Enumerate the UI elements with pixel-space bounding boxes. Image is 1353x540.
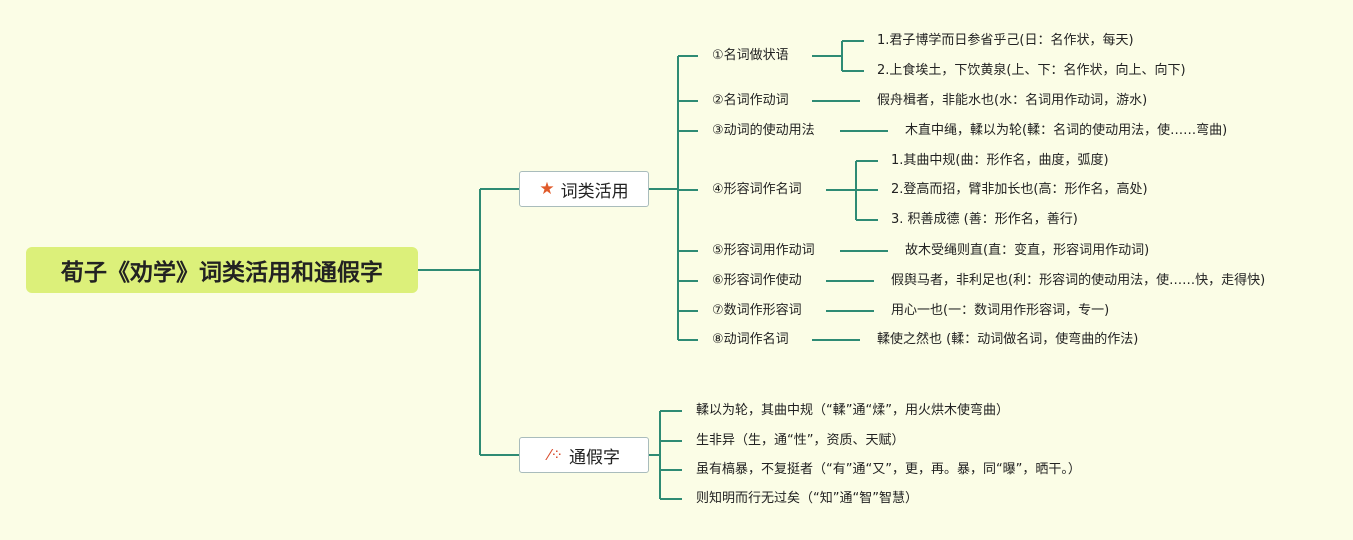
example-item[interactable]: 2.登高而招，臂非加长也(高：形作名，高处)	[891, 181, 1148, 199]
example-item[interactable]: 輮使之然也 (輮：动词做名词，使弯曲的作法)	[877, 331, 1138, 349]
example-text: 木直中绳，輮以为轮(輮：名词的使动用法，使……弯曲)	[905, 123, 1228, 138]
category-xing-zuo-ming[interactable]: ④形容词作名词	[712, 181, 802, 199]
branch-cilei-huoyong[interactable]: ★ 词类活用	[519, 171, 649, 207]
example-text: 假舟楫者，非能水也(水：名词用作动词，游水)	[877, 93, 1148, 108]
category-label: ⑤形容词用作动词	[712, 243, 815, 258]
example-item[interactable]: 用心一也(一：数词用作形容词，专一)	[891, 302, 1109, 320]
tongjia-item[interactable]: 輮以为轮，其曲中规（“輮”通“煣”，用火烘木使弯曲）	[696, 402, 1009, 420]
tongjia-item[interactable]: 虽有槁暴，不复挺者（“有”通“又”，更，再。暴，同“曝”，晒干。）	[696, 461, 1081, 479]
category-label: ①名词做状语	[712, 48, 789, 63]
example-text: 2.上食埃土，下饮黄泉(上、下：名作状，向上、向下)	[877, 63, 1186, 78]
example-item[interactable]: 假舟楫者，非能水也(水：名词用作动词，游水)	[877, 92, 1147, 110]
example-item[interactable]: 2.上食埃土，下饮黄泉(上、下：名作状，向上、向下)	[877, 62, 1186, 80]
category-label: ⑦数词作形容词	[712, 303, 802, 318]
example-item[interactable]: 1.君子博学而日参省乎己(日：名作状，每天)	[877, 32, 1134, 50]
example-item[interactable]: 假舆马者，非利足也(利：形容词的使动用法，使……快，走得快)	[891, 272, 1265, 290]
example-item[interactable]: 木直中绳，輮以为轮(輮：名词的使动用法，使……弯曲)	[905, 122, 1227, 140]
branch-cilei-label: 词类活用	[560, 181, 629, 202]
branch-tongjia-label: 通假字	[569, 447, 621, 468]
tongjia-item[interactable]: 则知明而行无过矣（“知”通“智”智慧）	[696, 490, 918, 508]
category-dong-shidong[interactable]: ③动词的使动用法	[712, 122, 815, 140]
example-text: 故木受绳则直(直：变直，形容词用作动词)	[905, 243, 1150, 258]
example-text: 1.其曲中规(曲：形作名，曲度，弧度)	[891, 153, 1109, 168]
example-text: 輮使之然也 (輮：动词做名词，使弯曲的作法)	[877, 332, 1139, 347]
example-text: 用心一也(一：数词用作形容词，专一)	[891, 303, 1110, 318]
category-label: ⑥形容词作使动	[712, 273, 802, 288]
branch-tongjiazi[interactable]: ⁄⁘ 通假字	[519, 437, 649, 473]
tongjia-text: 则知明而行无过矣（“知”通“智”智慧）	[696, 491, 918, 506]
tongjia-text: 輮以为轮，其曲中规（“輮”通“煣”，用火烘木使弯曲）	[696, 403, 1009, 418]
example-text: 3. 积善成德 (善：形作名，善行)	[891, 212, 1078, 227]
category-label: ②名词作动词	[712, 93, 789, 108]
category-shu-zuo-xing[interactable]: ⑦数词作形容词	[712, 302, 802, 320]
tongjia-text: 虽有槁暴，不复挺者（“有”通“又”，更，再。暴，同“曝”，晒干。）	[696, 462, 1081, 477]
category-xing-zuo-dong[interactable]: ⑤形容词用作动词	[712, 242, 815, 260]
example-text: 假舆马者，非利足也(利：形容词的使动用法，使……快，走得快)	[891, 273, 1266, 288]
tongjia-item[interactable]: 生非异（生，通“性”，资质、天赋）	[696, 432, 904, 450]
category-xing-shidong[interactable]: ⑥形容词作使动	[712, 272, 802, 290]
category-ming-zuo-dong[interactable]: ②名词作动词	[712, 92, 789, 110]
category-label: ⑧动词作名词	[712, 332, 789, 347]
category-ming-zuo-zhuang[interactable]: ①名词做状语	[712, 47, 789, 65]
star-icon: ★	[539, 178, 555, 199]
example-item[interactable]: 1.其曲中规(曲：形作名，曲度，弧度)	[891, 152, 1109, 170]
magic-wand-icon: ⁄⁘	[547, 445, 564, 464]
example-text: 1.君子博学而日参省乎己(日：名作状，每天)	[877, 33, 1134, 48]
example-item[interactable]: 3. 积善成德 (善：形作名，善行)	[891, 211, 1078, 229]
root-title: 荀子《劝学》词类活用和通假字	[61, 260, 383, 286]
category-label: ④形容词作名词	[712, 182, 802, 197]
example-text: 2.登高而招，臂非加长也(高：形作名，高处)	[891, 182, 1148, 197]
example-item[interactable]: 故木受绳则直(直：变直，形容词用作动词)	[905, 242, 1149, 260]
category-label: ③动词的使动用法	[712, 123, 815, 138]
category-dong-zuo-ming[interactable]: ⑧动词作名词	[712, 331, 789, 349]
root-topic[interactable]: 荀子《劝学》词类活用和通假字	[26, 247, 418, 293]
tongjia-text: 生非异（生，通“性”，资质、天赋）	[696, 433, 905, 448]
